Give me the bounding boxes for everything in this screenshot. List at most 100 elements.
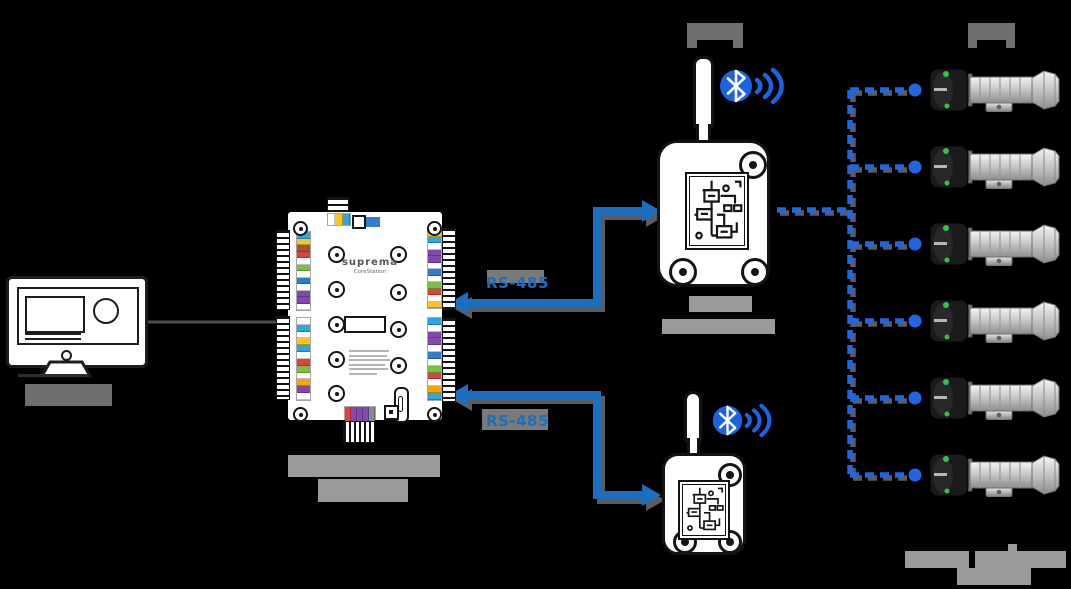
board-component-square [384, 405, 399, 420]
lock-led [944, 180, 950, 186]
terminal-cell [342, 214, 350, 225]
terminal-cell [369, 407, 375, 421]
terminal-cell [428, 243, 441, 250]
board-screw [328, 281, 345, 298]
suprema-logo: suprema [341, 257, 399, 268]
board-usb-connector [352, 215, 366, 229]
gateway1-caption-line1 [689, 296, 752, 312]
gateway2-antenna [684, 391, 702, 443]
board-terminal-colors [427, 317, 442, 401]
lock-led [944, 103, 950, 109]
lock-led [944, 411, 950, 417]
terminal-cell [297, 352, 310, 359]
terminal-cell [428, 256, 441, 263]
terminal-cell [428, 262, 441, 269]
terminal-cell [297, 245, 310, 252]
locks-tag [968, 23, 1015, 40]
gateway1-tag-paren [733, 38, 743, 48]
door-lock-5 [928, 376, 1062, 421]
monitor-screen-line [25, 333, 81, 335]
lock-cylinder-art [929, 145, 1060, 190]
terminal-cell [428, 393, 441, 400]
gateway1-antenna [693, 56, 714, 128]
board-brand: suprema CoreStation [330, 258, 410, 276]
board-ethernet-port [366, 217, 380, 227]
board-screw [390, 357, 407, 374]
board-caption-line2 [318, 479, 408, 502]
terminal-cell [428, 331, 441, 339]
monitor-button [61, 350, 72, 361]
board-left-terminal-strip [276, 230, 290, 310]
board-right-terminal-strip [442, 228, 456, 310]
terminal-cell [428, 269, 441, 276]
board-warning-text-block [349, 350, 391, 377]
board-screw [328, 316, 345, 333]
board-screw [427, 407, 442, 422]
terminal-cell [428, 379, 441, 387]
fine-print-line [349, 372, 377, 375]
terminal-cell [428, 358, 441, 366]
monitor-screen-circle [93, 298, 119, 324]
terminal-cell [297, 372, 310, 380]
board-top-terminal [327, 213, 351, 226]
lock-led [943, 148, 949, 154]
board-screw [390, 321, 407, 338]
terminal-cell [297, 386, 310, 394]
terminal-cell [297, 303, 310, 310]
terminal-cell [297, 345, 310, 353]
gateway1-tag-paren [687, 38, 697, 48]
lock-led [943, 302, 949, 308]
rs485-label-shadow [487, 270, 544, 283]
gateway1-circuit-panel [685, 172, 749, 250]
door-lock-3 [928, 222, 1062, 267]
fine-print-line [349, 350, 389, 352]
fine-print-line [349, 354, 387, 357]
gateway-screw [739, 151, 767, 179]
terminal-cell [428, 288, 441, 295]
board-terminal-colors [427, 229, 442, 309]
door-lock-1 [928, 68, 1062, 113]
door-lock-2 [928, 145, 1062, 190]
terminal-cell [297, 271, 310, 278]
door-lock-6 [928, 453, 1062, 498]
terminal-cell [297, 324, 310, 332]
board-model-label: CoreStation [353, 269, 387, 275]
board-left-terminal-strip [276, 316, 290, 400]
gateway2-body [662, 453, 746, 555]
terminal-cell [297, 277, 310, 284]
terminal-cell [297, 290, 310, 297]
gateway1-tag [687, 23, 743, 40]
gateway1-body [657, 140, 770, 287]
terminal-cell [428, 318, 441, 325]
terminal-cell [345, 407, 351, 421]
fine-print-line [349, 368, 388, 370]
ble-bus [777, 83, 922, 482]
locks-caption-line1 [975, 551, 1066, 568]
terminal-cell [428, 365, 441, 373]
lock-led [943, 379, 949, 385]
rs485-label-top: RS-485 [486, 274, 549, 292]
board-screw [328, 246, 345, 263]
bluetooth-icon [712, 403, 772, 438]
terminal-cell [297, 251, 310, 258]
monitor-base [18, 374, 88, 377]
terminal-cell [428, 249, 441, 256]
terminal-cell [297, 318, 310, 325]
terminal-cell [428, 301, 441, 308]
lock-led [944, 334, 950, 340]
gateway1-caption-line2 [662, 319, 775, 334]
board-screw [390, 246, 407, 263]
lock-cylinder-art [929, 453, 1060, 498]
lock-led [943, 456, 949, 462]
terminal-cell [428, 352, 441, 359]
board-caption-line1 [288, 455, 440, 477]
lock-led [943, 71, 949, 77]
terminal-cell [428, 236, 441, 243]
board-screw [390, 284, 407, 301]
gateway-screw [718, 463, 742, 487]
terminal-cell [428, 345, 441, 353]
locks-tag-paren [968, 38, 977, 48]
terminal-cell [351, 407, 357, 421]
monitor-screen-line [25, 338, 81, 340]
